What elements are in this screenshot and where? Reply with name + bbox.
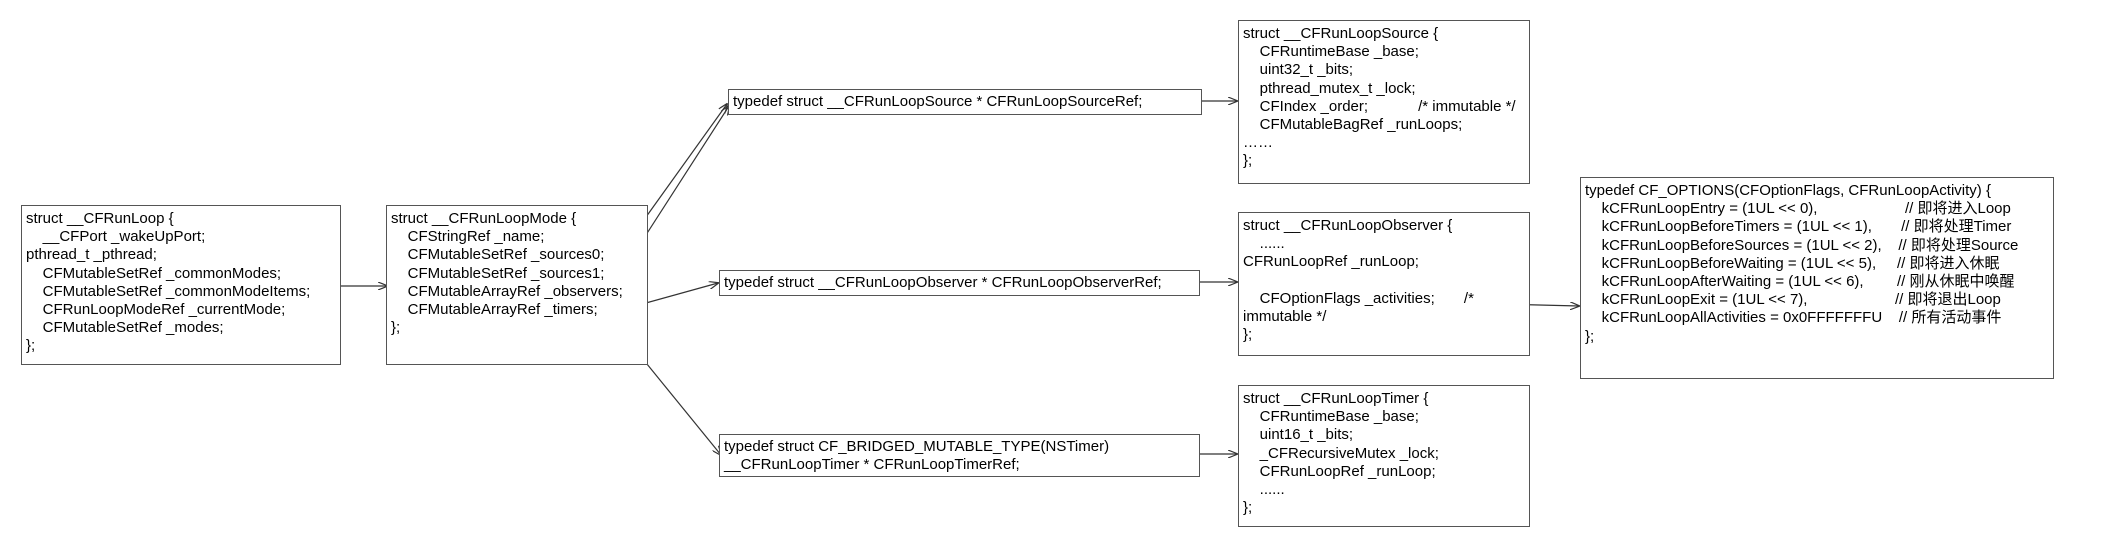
code-line: kCFRunLoopBeforeTimers = (1UL << 1), // … — [1585, 218, 2012, 236]
code-line: …… — [1243, 134, 1273, 152]
code-line: __CFPort _wakeUpPort; — [26, 228, 206, 246]
code-line: struct __CFRunLoopTimer { — [1243, 390, 1429, 407]
code-line: CFMutableSetRef _sources1; — [391, 264, 605, 282]
code-line: kCFRunLoopBeforeWaiting = (1UL << 5), //… — [1585, 254, 2000, 272]
timer-ref-typedef: typedef struct CF_BRIDGED_MUTABLE_TYPE(N… — [719, 434, 1200, 477]
code-line: }; — [26, 337, 36, 355]
code-line: typedef CF_OPTIONS(CFOptionFlags, CFRunL… — [1585, 182, 1991, 199]
code-line: typedef struct __CFRunLoopSource * CFRun… — [733, 93, 1143, 110]
code-line: CFMutableArrayRef _observers; — [391, 282, 623, 300]
code-line: }; — [1243, 326, 1253, 344]
code-line: struct __CFRunLoopSource { — [1243, 25, 1439, 42]
code-line: struct __CFRunLoop { — [26, 210, 174, 227]
code-line: }; — [391, 319, 401, 337]
code-line: pthread_mutex_t _lock; — [1243, 79, 1416, 97]
code-line: }; — [1243, 499, 1253, 517]
cfrunlooptimer-struct: struct __CFRunLoopTimer { CFRuntimeBase … — [1238, 385, 1530, 527]
code-line: kCFRunLoopBeforeSources = (1UL << 2), //… — [1585, 236, 2019, 254]
edge-observers-to-observer-typedef — [634, 283, 718, 307]
code-line: immutable */ — [1243, 307, 1327, 325]
code-line: struct __CFRunLoopMode { — [391, 210, 577, 227]
code-line: }; — [1243, 152, 1253, 170]
code-line: __CFRunLoopTimer * CFRunLoopTimerRef; — [724, 456, 1020, 474]
code-line: CFIndex _order; /* immutable */ — [1243, 97, 1516, 115]
code-line: CFRuntimeBase _base; — [1243, 408, 1419, 426]
cfrunloop-struct: struct __CFRunLoop { __CFPort _wakeUpPor… — [21, 205, 341, 365]
code-line: uint16_t _bits; — [1243, 426, 1354, 444]
code-line: kCFRunLoopAllActivities = 0x0FFFFFFFU //… — [1585, 309, 2002, 327]
code-line: ...... — [1243, 235, 1285, 253]
code-line: kCFRunLoopAfterWaiting = (1UL << 6), // … — [1585, 272, 2015, 290]
code-line: uint32_t _bits; — [1243, 61, 1354, 79]
observer-ref-typedef: typedef struct __CFRunLoopObserver * CFR… — [719, 270, 1200, 296]
cfrunloopactivity-enum: typedef CF_OPTIONS(CFOptionFlags, CFRunL… — [1580, 177, 2054, 379]
code-line: _CFRecursiveMutex _lock; — [1243, 444, 1439, 462]
code-line: CFRuntimeBase _base; — [1243, 43, 1419, 61]
code-line: CFMutableSetRef _modes; — [26, 319, 224, 337]
code-line: CFOptionFlags _activities; /* — [1243, 289, 1474, 307]
cfrunloopsource-struct: struct __CFRunLoopSource { CFRuntimeBase… — [1238, 20, 1530, 184]
code-line: pthread_t _pthread; — [26, 246, 157, 264]
code-line: CFRunLoopModeRef _currentMode; — [26, 300, 286, 318]
code-line: CFMutableSetRef _commonModeItems; — [26, 282, 311, 300]
code-line — [1243, 272, 1525, 290]
code-line: CFMutableSetRef _commonModes; — [26, 264, 282, 282]
code-line: ...... — [1243, 480, 1285, 498]
code-line: kCFRunLoopEntry = (1UL << 0), // 即将进入Loo… — [1585, 200, 2011, 218]
code-line: CFStringRef _name; — [391, 228, 545, 246]
source-ref-typedef: typedef struct __CFRunLoopSource * CFRun… — [728, 89, 1202, 115]
code-line: kCFRunLoopExit = (1UL << 7), // 即将退出Loop — [1585, 291, 2001, 309]
code-line: typedef struct __CFRunLoopObserver * CFR… — [724, 274, 1162, 291]
code-line: CFMutableArrayRef _timers; — [391, 300, 598, 318]
cfrunloopobserver-struct: struct __CFRunLoopObserver { ......CFRun… — [1238, 212, 1530, 356]
cfrunloopmode-struct: struct __CFRunLoopMode { CFStringRef _na… — [386, 205, 648, 365]
code-line: CFRunLoopRef _runLoop; — [1243, 462, 1436, 480]
code-line: typedef struct CF_BRIDGED_MUTABLE_TYPE(N… — [724, 438, 1110, 455]
code-line: CFMutableSetRef _sources0; — [391, 246, 605, 264]
code-line: }; — [1585, 327, 1595, 345]
code-line: CFRunLoopRef _runLoop; — [1243, 253, 1419, 271]
code-line: CFMutableBagRef _runLoops; — [1243, 115, 1463, 133]
code-line: struct __CFRunLoopObserver { — [1243, 217, 1453, 234]
